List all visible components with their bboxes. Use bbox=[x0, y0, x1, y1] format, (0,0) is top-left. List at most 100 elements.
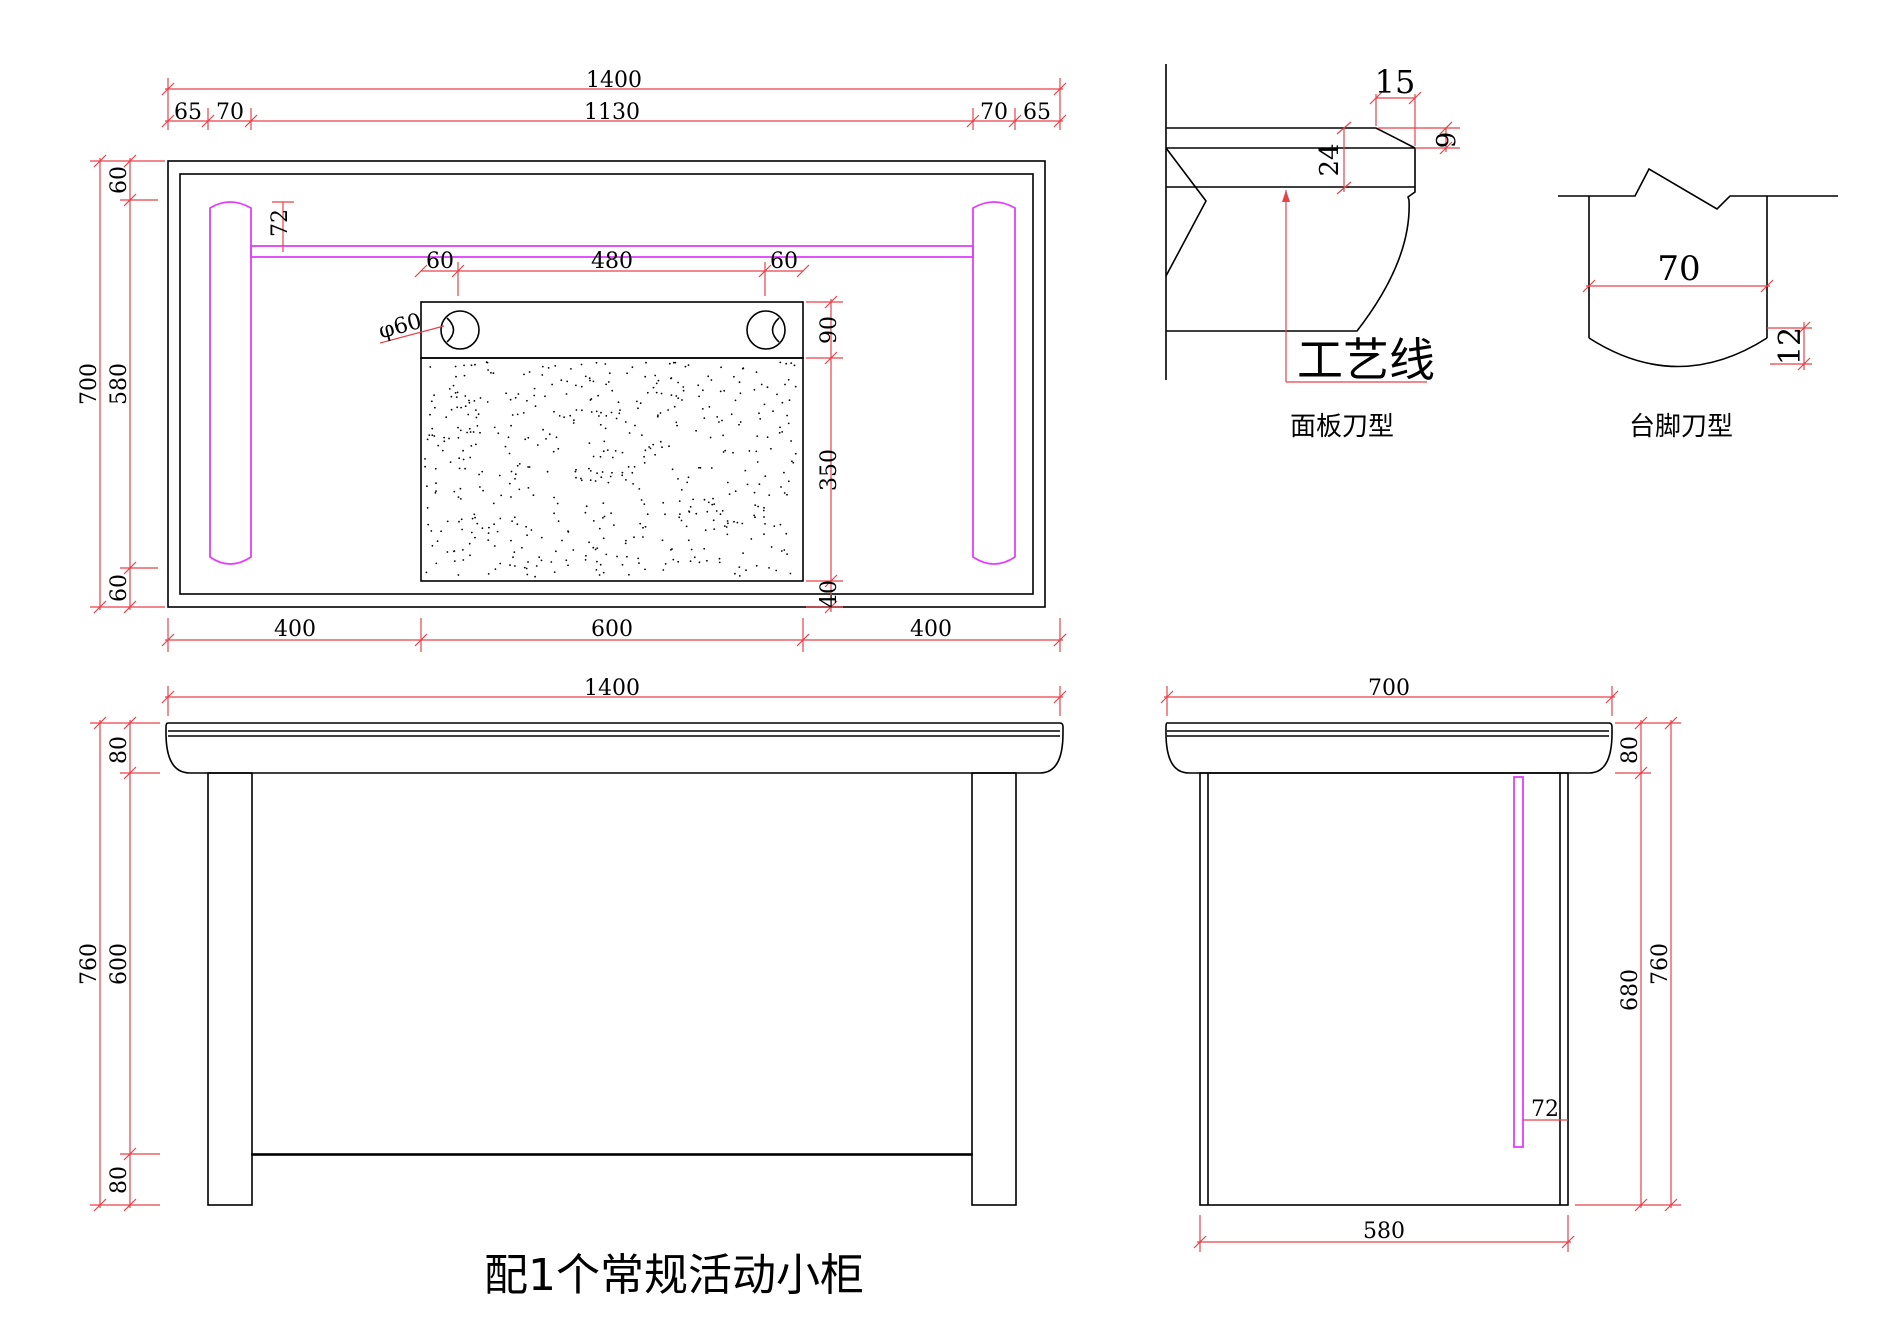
texture-dot bbox=[610, 411, 613, 414]
texture-dot bbox=[637, 407, 639, 410]
plan-seg-2: 70 bbox=[216, 100, 244, 125]
texture-dot bbox=[466, 431, 468, 434]
texture-dot bbox=[675, 421, 678, 424]
texture-dot bbox=[787, 422, 790, 425]
texture-dot bbox=[435, 490, 437, 492]
texture-dot bbox=[678, 516, 681, 519]
texture-dot bbox=[679, 513, 681, 515]
texture-dot bbox=[770, 546, 773, 548]
texture-dot bbox=[621, 474, 624, 477]
plan-left-3: 60 bbox=[107, 574, 132, 602]
texture-dot bbox=[589, 479, 592, 481]
texture-dot bbox=[626, 372, 628, 375]
texture-dot bbox=[655, 391, 658, 394]
texture-dot bbox=[602, 571, 605, 574]
texture-dot bbox=[551, 383, 553, 386]
texture-dot bbox=[449, 461, 452, 463]
plan-bottom-3: 400 bbox=[910, 617, 952, 642]
front-dimensions bbox=[90, 686, 1067, 1212]
side-inner-offset: 72 bbox=[1531, 1097, 1559, 1122]
texture-dot bbox=[473, 513, 476, 516]
texture-dot bbox=[780, 486, 782, 488]
texture-dot bbox=[718, 421, 720, 423]
texture-dot bbox=[611, 456, 614, 459]
texture-dot bbox=[755, 564, 758, 567]
plan-dimension-labels: 1400 65 70 1130 70 65 60 480 60 72 φ60 9… bbox=[77, 68, 1051, 642]
texture-dot bbox=[464, 405, 467, 408]
texture-dot bbox=[492, 502, 495, 505]
texture-dot bbox=[518, 488, 521, 491]
texture-dot bbox=[684, 365, 687, 368]
plan-hole-right bbox=[746, 310, 786, 350]
texture-dot bbox=[755, 450, 758, 453]
texture-dot bbox=[510, 496, 512, 498]
texture-dot bbox=[703, 498, 706, 501]
plan-dimensions bbox=[90, 78, 1067, 652]
plan-overall-width: 1400 bbox=[586, 68, 642, 93]
front-stretcher bbox=[251, 1153, 973, 1156]
texture-dot bbox=[790, 362, 793, 364]
texture-dot bbox=[643, 503, 646, 505]
texture-dot bbox=[677, 381, 679, 384]
texture-dot bbox=[535, 565, 538, 567]
texture-dot bbox=[493, 426, 496, 429]
texture-dot bbox=[708, 406, 711, 408]
side-dimensions bbox=[1160, 686, 1681, 1252]
side-bottom-width: 580 bbox=[1363, 1219, 1405, 1244]
texture-dot bbox=[468, 542, 471, 545]
texture-dot bbox=[554, 365, 557, 367]
texture-dot bbox=[682, 386, 685, 388]
front-elevation bbox=[165, 722, 1064, 1206]
texture-dot bbox=[476, 425, 479, 427]
texture-dot bbox=[494, 568, 497, 570]
texture-dot bbox=[670, 377, 673, 379]
texture-dot bbox=[585, 505, 588, 508]
texture-dot bbox=[786, 414, 788, 417]
texture-dot bbox=[659, 412, 662, 414]
texture-dot bbox=[487, 532, 490, 534]
texture-dot bbox=[589, 399, 592, 401]
texture-dot bbox=[460, 406, 462, 409]
texture-dot bbox=[584, 511, 587, 514]
texture-dot bbox=[565, 559, 568, 562]
texture-dot bbox=[616, 555, 618, 558]
texture-dot bbox=[711, 503, 714, 506]
texture-dot bbox=[599, 563, 602, 566]
texture-dot bbox=[744, 469, 747, 472]
plan-sub-cabinet bbox=[420, 357, 804, 582]
texture-dot bbox=[624, 542, 627, 545]
texture-dot bbox=[598, 574, 601, 576]
texture-dot bbox=[490, 371, 492, 374]
texture-dot bbox=[699, 466, 702, 469]
texture-dot bbox=[474, 516, 476, 519]
texture-dot bbox=[763, 533, 765, 536]
texture-dot bbox=[431, 427, 434, 430]
plan-seg-3: 1130 bbox=[584, 100, 640, 125]
texture-dot bbox=[475, 416, 478, 419]
texture-dot bbox=[756, 461, 759, 463]
texture-dot bbox=[589, 379, 591, 382]
front-width: 1400 bbox=[584, 676, 640, 701]
texture-dot bbox=[458, 520, 460, 523]
texture-dot bbox=[605, 415, 608, 417]
texture-dot bbox=[676, 424, 678, 427]
texture-dot bbox=[607, 381, 610, 383]
texture-dot bbox=[753, 491, 756, 494]
texture-dot bbox=[712, 497, 714, 500]
texture-dot bbox=[766, 436, 769, 439]
texture-dot bbox=[639, 522, 642, 525]
texture-dot bbox=[557, 447, 560, 450]
texture-dot bbox=[448, 388, 451, 390]
texture-dot bbox=[681, 399, 683, 401]
texture-dot bbox=[670, 394, 673, 396]
texture-dot bbox=[794, 452, 797, 455]
texture-dot bbox=[664, 513, 666, 516]
texture-dot bbox=[649, 447, 652, 450]
texture-dot bbox=[580, 385, 583, 388]
plan-tabletop-outer bbox=[167, 160, 1046, 608]
plan-tabletop-inner bbox=[179, 173, 1034, 595]
texture-dot bbox=[733, 375, 735, 378]
texture-dot bbox=[600, 476, 603, 479]
texture-dot bbox=[541, 365, 544, 368]
texture-dot bbox=[602, 517, 604, 519]
